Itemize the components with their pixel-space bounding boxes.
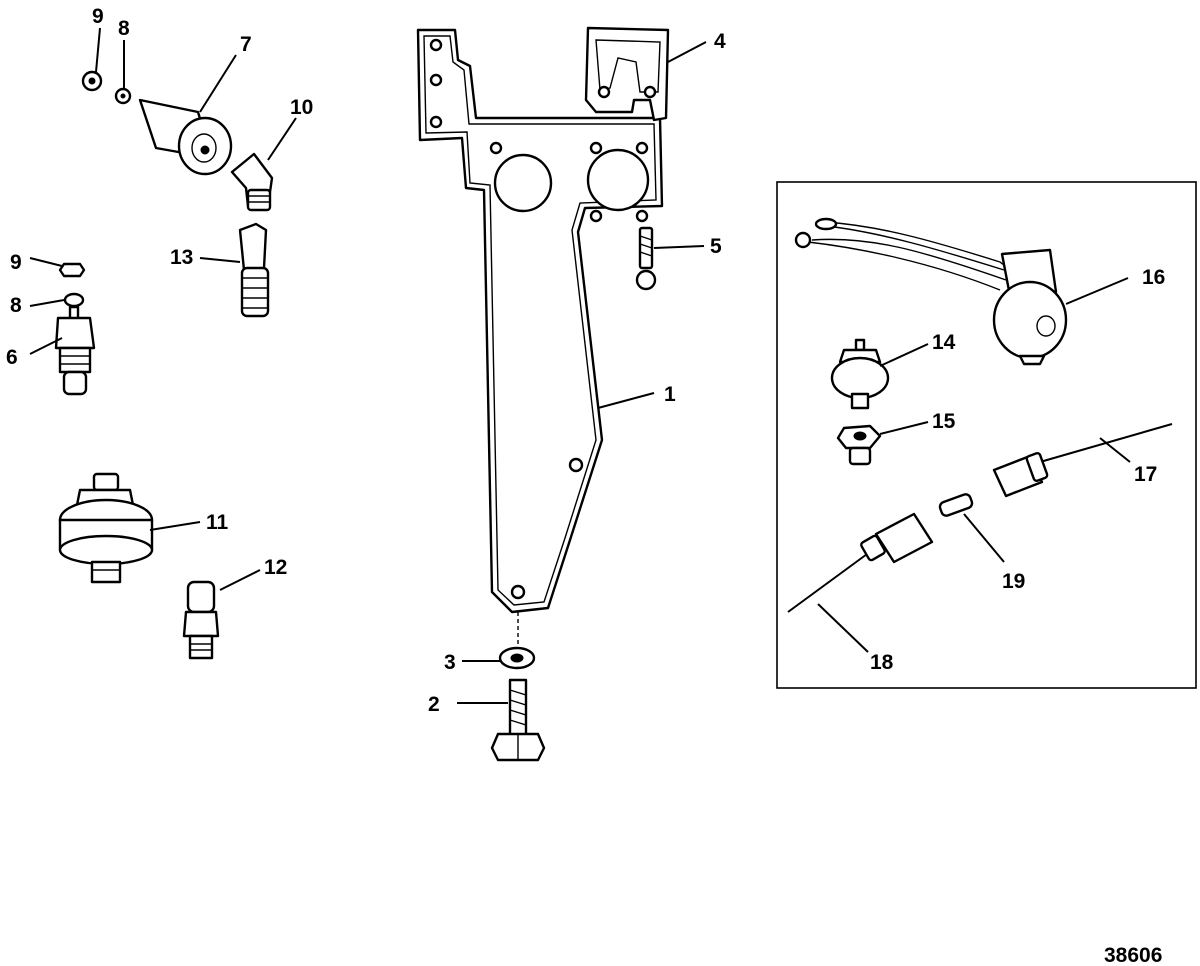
callout-labels: 1 2 3 4 5 6 7 8 9 9 8 10 11 12 13 14 15 … [6,5,1165,716]
figure-number: 38606 [1104,944,1162,966]
callout-2: 2 [428,693,440,716]
callout-11: 11 [206,511,229,534]
callout-1: 1 [664,383,676,406]
part-9-nut-top [81,70,103,92]
callout-8a: 8 [118,17,130,40]
part-2-bolt [490,678,546,762]
part-14-sender [830,338,890,410]
part-5-screw [635,226,657,291]
callout-8b: 8 [10,294,22,317]
part-3-washer [498,646,536,670]
callout-7: 7 [240,33,252,56]
callout-13: 13 [170,246,193,269]
part-15-nut [836,424,882,466]
part-11-knock-sensor [58,472,154,584]
callout-19: 19 [1002,570,1025,593]
part-16-harness [794,217,1068,366]
part-1-bracket [416,28,664,645]
part-13-adapter [238,222,270,318]
callout-4: 4 [714,30,726,53]
part-4-clip [584,26,670,122]
callout-10: 10 [290,96,313,119]
callout-9b: 9 [10,251,22,274]
callout-9a: 9 [92,5,104,28]
callout-5: 5 [710,235,722,258]
part-8-washer-top [114,87,132,105]
callout-15: 15 [932,410,956,433]
callout-17: 17 [1134,463,1157,486]
part-6-sensor [54,305,96,396]
leader-lines [29,27,1131,704]
part-7-sender [138,98,233,176]
callout-12: 12 [264,556,287,579]
callout-3: 3 [444,651,456,674]
callout-6: 6 [6,346,18,369]
part-9-nut-lower [58,262,86,278]
part-12-sender [182,580,220,660]
callout-14: 14 [932,331,956,354]
part-19-fuse [938,493,974,517]
part-8-washer-lower [63,292,85,308]
sub-assembly-frame [776,181,1197,689]
part-18-lead [787,512,934,613]
callout-18: 18 [870,651,894,674]
callout-16: 16 [1142,266,1165,289]
part-10-elbow [230,152,274,212]
